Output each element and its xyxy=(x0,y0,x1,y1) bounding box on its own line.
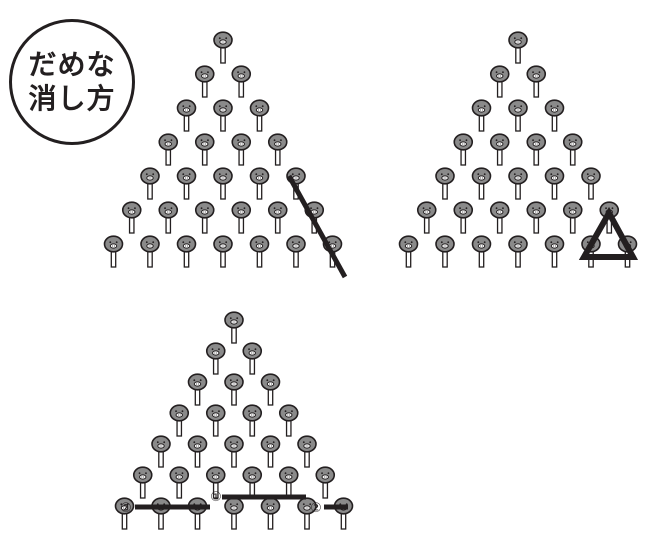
match-face-icon xyxy=(151,497,171,530)
match-face-icon xyxy=(526,133,547,166)
match-face-icon xyxy=(489,201,510,234)
match-face-icon xyxy=(249,235,270,268)
match-face-icon xyxy=(562,201,583,234)
match-face-icon xyxy=(489,133,510,166)
match-face-icon xyxy=(231,201,252,234)
match-face-icon xyxy=(544,167,565,200)
svg-text:①: ① xyxy=(210,490,222,505)
match-face-icon xyxy=(398,235,419,268)
match-face-icon xyxy=(242,342,263,375)
match-face-icon xyxy=(249,99,270,132)
match-face-icon xyxy=(114,497,135,530)
match-face-icon xyxy=(224,497,244,530)
match-face-icon xyxy=(581,167,601,200)
step-label-2-left: ② xyxy=(120,501,132,516)
match-face-icon xyxy=(297,435,317,468)
match-face-icon xyxy=(562,133,583,166)
triangle-diagonal-strike xyxy=(103,31,343,268)
match-face-icon xyxy=(508,235,528,268)
match-face-icon xyxy=(267,201,288,234)
badge-line-1: だめな xyxy=(28,48,116,81)
match-face-icon xyxy=(242,404,263,437)
match-face-icon xyxy=(187,435,208,468)
match-face-icon xyxy=(315,466,336,499)
match-face-icon xyxy=(526,201,547,234)
match-face-icon xyxy=(260,373,281,406)
match-face-icon xyxy=(176,99,197,132)
match-face-icon xyxy=(297,497,317,530)
match-face-icon xyxy=(224,435,244,468)
match-face-icon xyxy=(213,167,233,200)
match-face-icon xyxy=(158,133,179,166)
diagonal-strike-line xyxy=(286,174,348,279)
svg-text:②: ② xyxy=(310,501,322,516)
match-face-icon xyxy=(213,235,233,268)
match-face-icon xyxy=(194,201,215,234)
match-face-icon xyxy=(333,497,354,530)
match-face-icon xyxy=(169,404,190,437)
match-face-icon xyxy=(121,201,142,234)
match-face-icon xyxy=(508,31,528,64)
match-face-icon xyxy=(187,497,208,530)
match-face-icon xyxy=(169,466,190,499)
match-face-icon xyxy=(140,167,160,200)
match-face-icon xyxy=(508,99,528,132)
triangle-triangle-strike xyxy=(398,31,638,268)
match-face-icon xyxy=(544,99,565,132)
match-face-icon xyxy=(213,99,233,132)
match-face-icon xyxy=(471,167,492,200)
match-face-icon xyxy=(205,342,226,375)
match-face-icon xyxy=(416,201,437,234)
match-face-icon xyxy=(544,235,565,268)
triangle-horizontal-strikes xyxy=(114,311,354,530)
match-face-icon xyxy=(140,235,160,268)
match-face-icon xyxy=(205,466,226,499)
match-face-icon xyxy=(489,65,510,98)
badge-line-2: 消し方 xyxy=(28,82,116,115)
match-face-icon xyxy=(132,466,153,499)
match-face-icon xyxy=(453,201,474,234)
svg-text:②: ② xyxy=(120,501,132,516)
match-face-icon xyxy=(267,133,288,166)
match-face-icon xyxy=(231,133,252,166)
title-badge: だめな 消し方 xyxy=(9,19,135,145)
match-face-icon xyxy=(471,99,492,132)
match-face-icon xyxy=(194,65,215,98)
match-face-icon xyxy=(508,167,528,200)
match-face-icon xyxy=(435,235,455,268)
triangle-strike-shape xyxy=(578,206,639,260)
match-face-icon xyxy=(242,466,263,499)
match-face-icon xyxy=(286,235,306,268)
match-face-icon xyxy=(231,65,252,98)
match-face-icon xyxy=(187,373,208,406)
match-face-icon xyxy=(176,235,197,268)
match-face-icon xyxy=(278,404,299,437)
match-face-icon xyxy=(194,133,215,166)
match-face-icon xyxy=(224,311,244,344)
match-face-icon xyxy=(453,133,474,166)
match-face-icon xyxy=(224,373,244,406)
match-face-icon xyxy=(471,235,492,268)
step-label-2-right: ② xyxy=(310,501,322,516)
match-face-icon xyxy=(260,497,281,530)
match-face-icon xyxy=(213,31,233,64)
match-face-icon xyxy=(260,435,281,468)
match-face-icon xyxy=(249,167,270,200)
step-label-1: ① xyxy=(210,490,222,505)
match-face-icon xyxy=(176,167,197,200)
match-face-icon xyxy=(103,235,124,268)
match-face-icon xyxy=(526,65,547,98)
match-face-icon xyxy=(205,404,226,437)
strike-marks xyxy=(135,174,639,510)
match-face-icon xyxy=(278,466,299,499)
match-face-icon xyxy=(435,167,455,200)
match-face-icon xyxy=(151,435,171,468)
match-face-icon xyxy=(158,201,179,234)
